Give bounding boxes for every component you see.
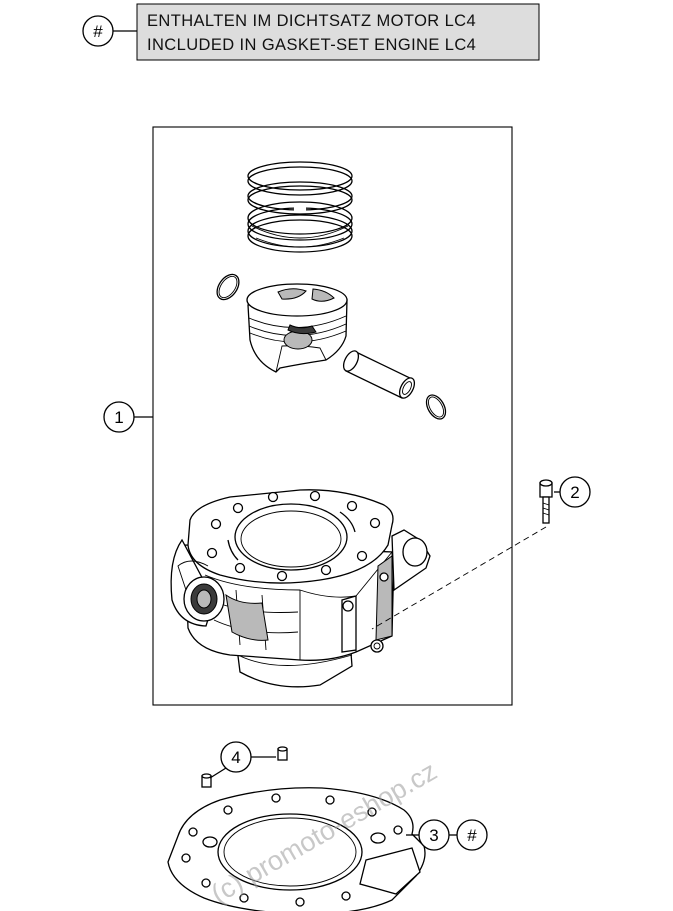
callout-3: 3 # (406, 819, 488, 851)
callout-3-symbol-circle (456, 819, 488, 851)
circlip-right (425, 394, 447, 420)
cylinder-kit-frame (152, 126, 513, 706)
legend-box (136, 3, 540, 61)
circlip-left (216, 273, 240, 301)
legend-symbol: # (93, 22, 103, 41)
callout-4-leader-b (209, 767, 227, 779)
piston-rings (247, 161, 353, 253)
piston-pin (342, 350, 416, 399)
piston (246, 283, 348, 373)
legend: # ENTHALTEN IM DICHTSATZ MOTOR LC4 INCLU… (82, 3, 540, 61)
callout-4: 4 (209, 741, 276, 779)
cylinder (170, 489, 431, 688)
dowel-pins (201, 746, 288, 788)
callout-3-label: 3 (429, 826, 438, 845)
legend-text-de: ENTHALTEN IM DICHTSATZ MOTOR LC4 (147, 12, 476, 30)
callout-4-label: 4 (231, 748, 240, 767)
callout-2: 2 (554, 476, 591, 508)
bolt-leader-line (371, 526, 547, 630)
callout-1-label: 1 (114, 408, 123, 427)
callout-1: 1 (103, 401, 153, 433)
callout-2-label: 2 (570, 483, 579, 502)
legend-text-en: INCLUDED IN GASKET-SET ENGINE LC4 (147, 36, 476, 54)
bolt (539, 479, 553, 524)
head-gasket (167, 787, 426, 911)
callout-3-symbol: # (467, 826, 477, 845)
